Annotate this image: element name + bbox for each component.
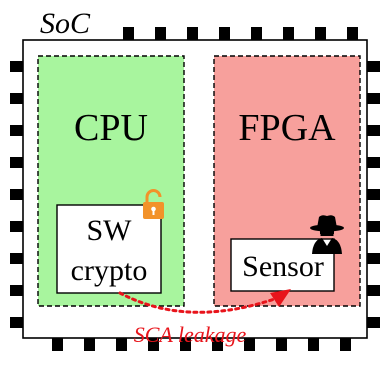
pin-right (367, 253, 380, 264)
pin-right (367, 189, 380, 200)
sw-crypto-box (56, 204, 162, 294)
pin-top (315, 27, 326, 40)
sca-leakage-label: SCA leakage (134, 322, 247, 347)
pin-left (10, 221, 23, 232)
pin-left (10, 253, 23, 264)
pin-bottom (212, 338, 223, 351)
sensor-label: Sensor (242, 250, 324, 283)
pin-bottom (116, 338, 127, 351)
pin-left (10, 285, 23, 296)
pin-right (367, 157, 380, 168)
pin-left (10, 61, 23, 72)
pin-bottom (148, 338, 159, 351)
fpga-label: FPGA (238, 107, 336, 149)
pin-bottom (244, 338, 255, 351)
soc-title: SoC (40, 7, 91, 40)
pin-left (10, 93, 23, 104)
pin-right (367, 285, 380, 296)
spy-icon (310, 215, 344, 254)
sw-crypto-line2: crypto (71, 254, 148, 287)
pin-top (283, 27, 294, 40)
pin-bottom (340, 338, 351, 351)
pin-bottom (276, 338, 287, 351)
pin-left (10, 189, 23, 200)
pin-right (367, 61, 380, 72)
sca-leakage-arrowhead (270, 289, 291, 307)
pin-bottom (52, 338, 63, 351)
pin-top (155, 27, 166, 40)
pin-right (367, 221, 380, 232)
pin-right (367, 93, 380, 104)
pin-left (10, 317, 23, 328)
pin-bottom (84, 338, 95, 351)
pin-top (123, 27, 134, 40)
chip-pins (10, 27, 380, 351)
lock-icon (143, 189, 164, 219)
pin-bottom (308, 338, 319, 351)
pin-right (367, 125, 380, 136)
pin-bottom (180, 338, 191, 351)
pin-left (10, 125, 23, 136)
sca-leakage-arrow (118, 291, 285, 314)
cpu-label: CPU (74, 107, 148, 149)
pin-top (251, 27, 262, 40)
pin-top (219, 27, 230, 40)
pin-left (10, 157, 23, 168)
pin-right (367, 317, 380, 328)
sw-crypto-line1: SW (87, 214, 133, 247)
pin-top (187, 27, 198, 40)
pin-top (347, 27, 358, 40)
